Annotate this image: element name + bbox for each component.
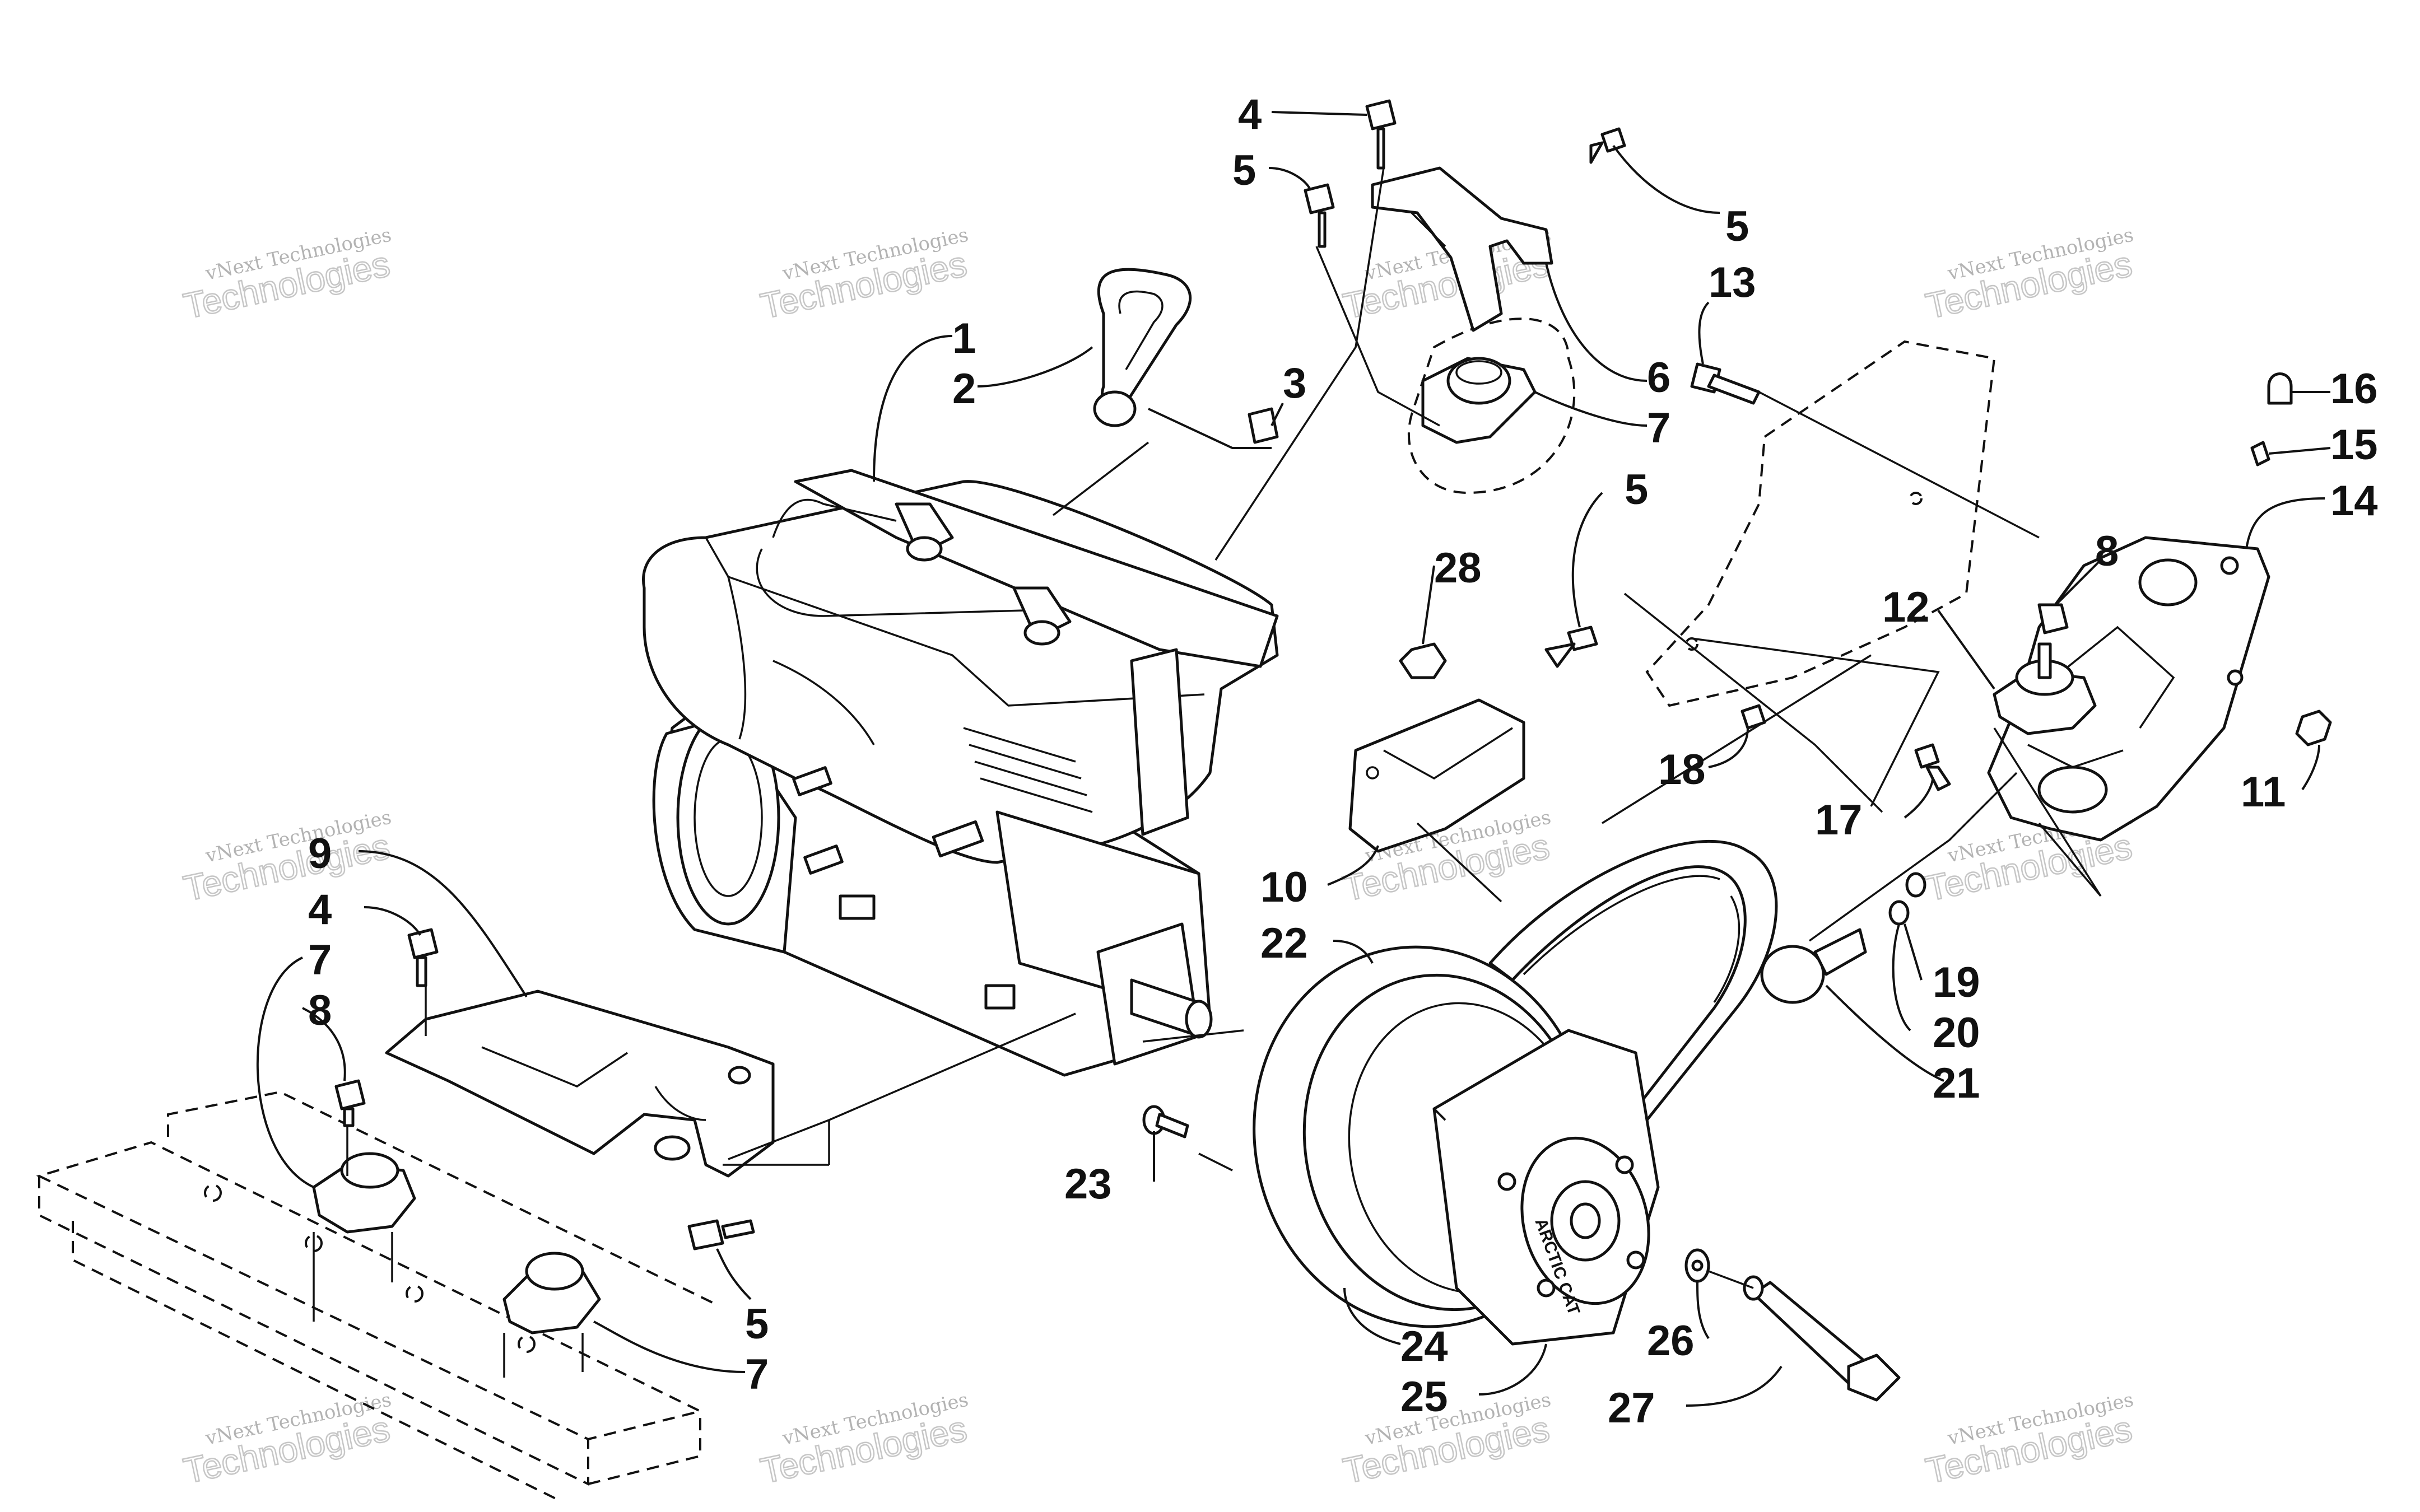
callout-13: 13 <box>1709 259 1756 306</box>
engine-assembly <box>642 469 1279 1077</box>
callout-8-left: 8 <box>308 987 332 1034</box>
callout-numbers: 1 2 3 4 5 5 6 7 13 16 15 14 5 28 8 12 11… <box>308 91 2378 1432</box>
front-engine-plate <box>385 990 775 1178</box>
callout-17: 17 <box>1815 796 1863 844</box>
callout-6: 6 <box>1647 354 1670 402</box>
watermark-10: vNext Technologies Technologies <box>756 1388 971 1492</box>
mount-plate-dashed <box>1407 318 1576 494</box>
callout-3: 3 <box>1283 360 1306 407</box>
callout-25: 25 <box>1400 1373 1448 1421</box>
callout-7-bottom: 7 <box>745 1351 769 1398</box>
callout-5-top-left: 5 <box>1232 147 1256 194</box>
watermark-1: vNext Technologies Technologies <box>179 223 394 327</box>
frame-rail-dashed <box>36 1090 718 1502</box>
watermark-2: vNext Technologies Technologies <box>756 223 971 327</box>
callout-15: 15 <box>2330 421 2378 469</box>
rubber-mount-left <box>312 1152 416 1234</box>
watermark-11: vNext Technologies Technologies <box>1339 1388 1553 1492</box>
rubber-mount-right <box>1993 642 2097 735</box>
callout-7-top: 7 <box>1647 404 1670 452</box>
callout-8-right: 8 <box>2095 528 2119 575</box>
callout-10: 10 <box>1260 864 1308 911</box>
rubber-mount-top <box>1421 357 1537 444</box>
upper-engine-bracket <box>1371 166 1553 332</box>
rubber-mount-bottom <box>502 1252 601 1334</box>
callout-4-top: 4 <box>1238 91 1262 138</box>
clutch-bolt-washer <box>1684 1248 1901 1402</box>
callout-2: 2 <box>952 365 976 413</box>
callout-1: 1 <box>952 315 976 362</box>
leader-lines <box>256 111 2331 1407</box>
callout-5-top-right: 5 <box>1725 203 1749 250</box>
callout-7-left: 7 <box>308 936 332 984</box>
callout-22: 22 <box>1260 920 1308 967</box>
callout-26: 26 <box>1647 1317 1695 1365</box>
fasteners <box>334 99 2332 1250</box>
clutch-bracket <box>1348 698 1525 853</box>
callout-11: 11 <box>2241 768 2286 816</box>
callout-5-bottom: 5 <box>745 1300 769 1348</box>
callout-27: 27 <box>1608 1384 1655 1432</box>
starter-handle <box>1093 268 1279 444</box>
drive-clutch: ARCTIC CAT <box>1253 945 1660 1346</box>
watermark-9: vNext Technologies Technologies <box>179 1388 394 1492</box>
bumper-washers <box>1760 872 1926 1004</box>
callout-4-left: 4 <box>308 886 332 934</box>
watermark-12: vNext Technologies Technologies <box>1921 1388 2136 1492</box>
callout-9: 9 <box>308 830 332 878</box>
side-panel-dashed <box>1645 340 1996 707</box>
watermark-5: vNext Technologies Technologies <box>179 806 394 909</box>
callout-14: 14 <box>2330 477 2378 525</box>
callout-20: 20 <box>1933 1009 1980 1057</box>
callout-23: 23 <box>1064 1160 1112 1208</box>
callout-24: 24 <box>1400 1323 1448 1370</box>
watermark-4: vNext Technologies Technologies <box>1921 223 2136 327</box>
callout-28: 28 <box>1434 544 1482 592</box>
callout-19: 19 <box>1933 959 1980 1006</box>
callout-18: 18 <box>1658 746 1706 794</box>
callout-5-mid: 5 <box>1625 466 1648 514</box>
callout-21: 21 <box>1933 1060 1980 1107</box>
callout-16: 16 <box>2330 365 2378 413</box>
callout-12: 12 <box>1882 584 1930 631</box>
